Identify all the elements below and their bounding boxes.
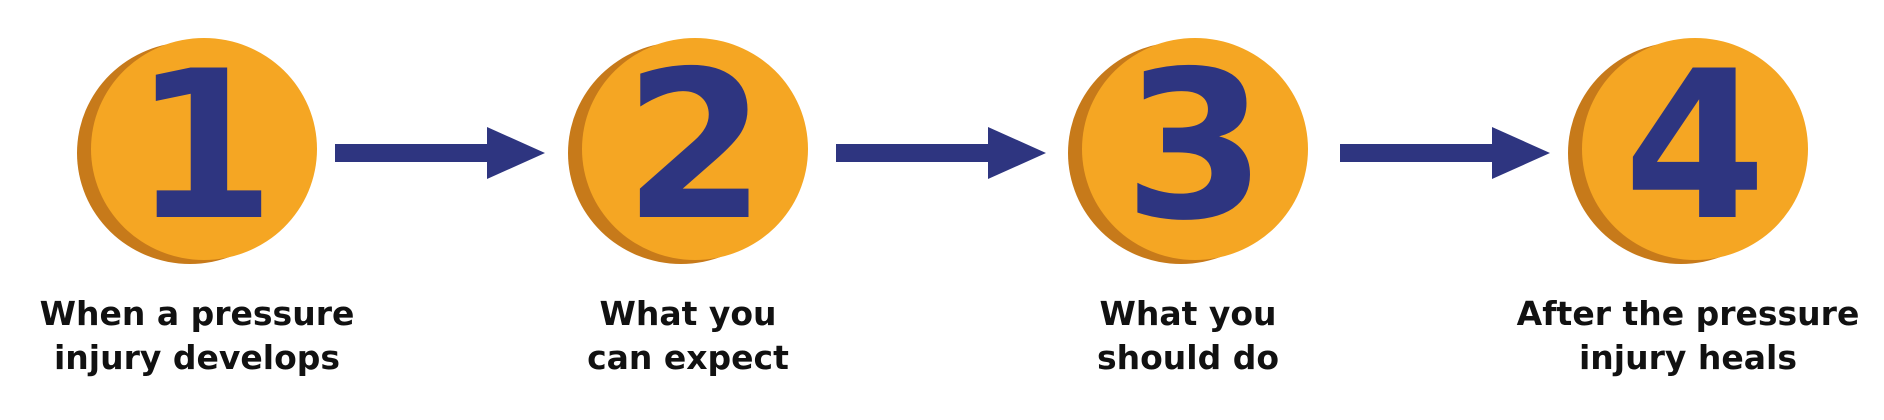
step-4-number: 4	[1623, 27, 1767, 266]
step-2-number: 2	[623, 27, 767, 266]
step-1-caption: When a pressure injury develops	[17, 292, 377, 380]
step-3-caption: What you should do	[1008, 292, 1368, 380]
arrow-1-head	[487, 127, 545, 179]
step-3-caption-line-1: What you	[1099, 294, 1277, 333]
arrow-3-head	[1492, 127, 1550, 179]
step-4-badge: 4	[1568, 38, 1808, 268]
arrow-right-icon	[335, 127, 545, 179]
arrow-2-head	[988, 127, 1046, 179]
step-3-badge-face	[1082, 38, 1308, 260]
step-4-caption: After the pressure injury heals	[1508, 292, 1868, 380]
step-1-caption-line-1: When a pressure	[39, 294, 355, 333]
step-2-badge-face	[582, 38, 808, 260]
step-3-number: 3	[1123, 27, 1267, 266]
arrow-right-icon	[1340, 127, 1550, 179]
step-3-badge: 3	[1068, 38, 1308, 268]
step-1-number: 1	[132, 27, 276, 266]
step-1-caption-line-2: injury develops	[53, 338, 341, 377]
step-2-caption-line-2: can expect	[587, 338, 789, 377]
arrow-3-shaft	[1340, 144, 1500, 162]
step-3-caption-line-2: should do	[1096, 338, 1279, 377]
step-4-badge-face	[1582, 38, 1808, 260]
step-2-caption-line-1: What you	[599, 294, 777, 333]
arrow-2-shaft	[836, 144, 996, 162]
step-1-badge-face	[91, 38, 317, 260]
step-2-badge: 2	[568, 38, 808, 268]
arrow-right-icon	[836, 127, 1046, 179]
step-4-caption-line-1: After the pressure	[1516, 294, 1860, 333]
step-4-caption-line-2: injury heals	[1579, 338, 1797, 377]
arrow-1-shaft	[335, 144, 495, 162]
step-1-badge: 1	[77, 38, 317, 268]
step-2-caption: What you can expect	[508, 292, 868, 380]
